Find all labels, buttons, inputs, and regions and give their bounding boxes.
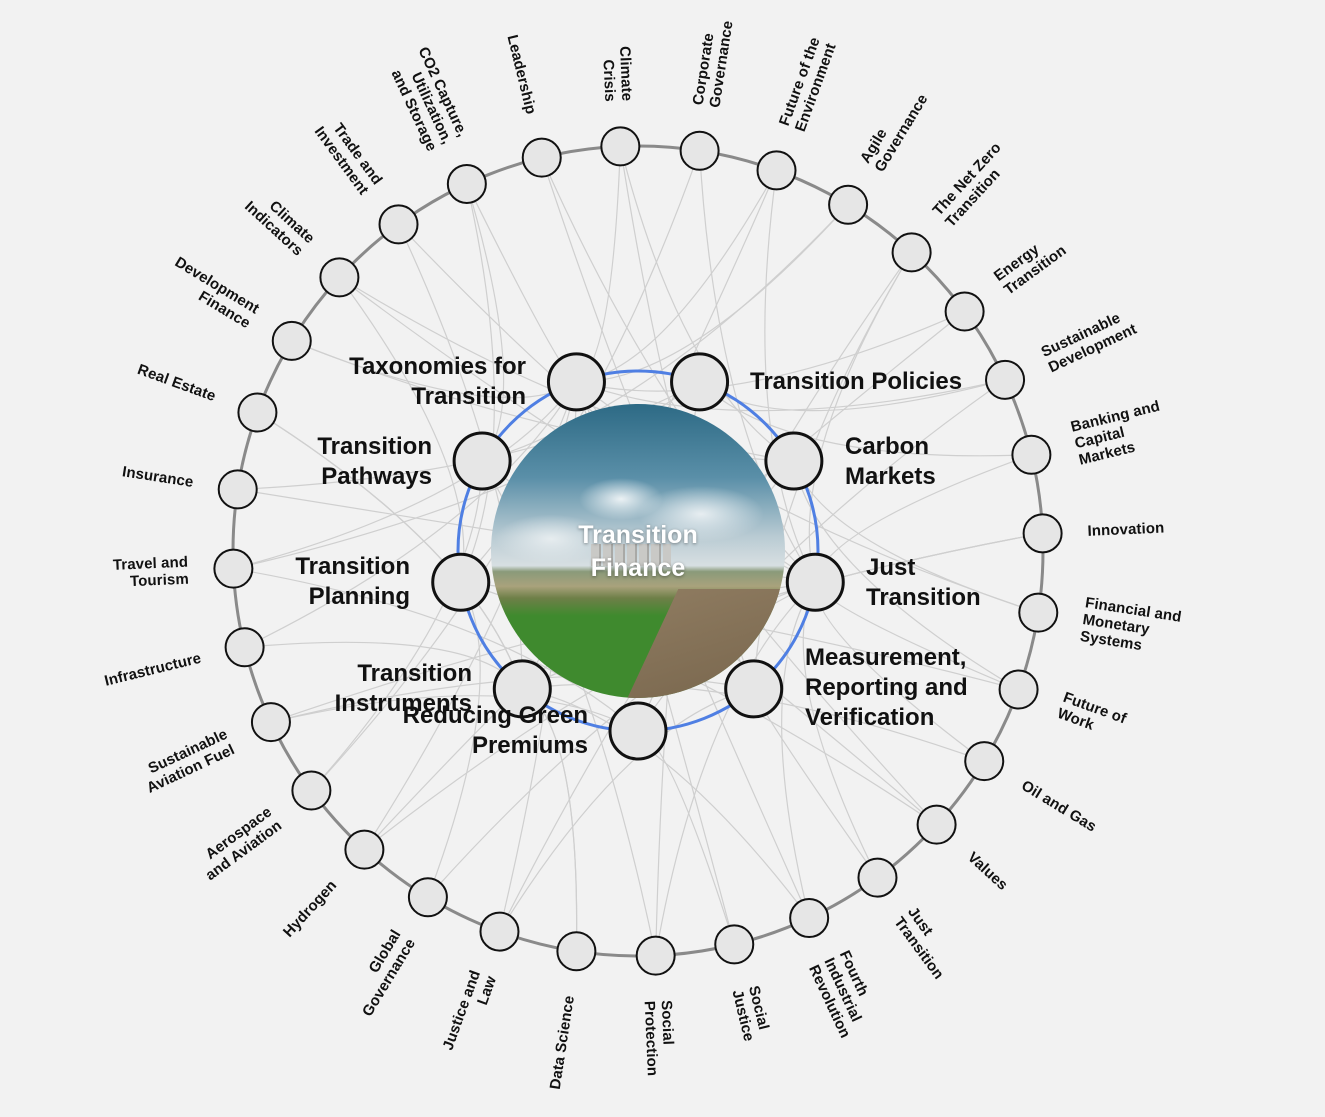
inner-node-transition-pathways[interactable] (452, 431, 512, 491)
outer-node-sustainable-aviation-fuel[interactable] (250, 702, 291, 743)
link-line (576, 379, 1006, 412)
inner-label-taxonomies[interactable]: Taxonomies for Transition (349, 353, 526, 410)
link-line (637, 730, 735, 945)
outer-node-travel-and-tourism[interactable] (213, 548, 254, 589)
inner-node-reducing-green-premiums[interactable] (608, 701, 668, 761)
outer-node-trade-and-investment[interactable] (378, 204, 419, 245)
outer-label-social-protection[interactable]: Social Protection (640, 999, 677, 1077)
inner-label-transition-pathways[interactable]: Transition Pathways (317, 433, 432, 490)
center-topic[interactable]: Transition Finance (491, 404, 785, 698)
outer-node-just-transition[interactable] (857, 857, 898, 898)
outer-node-justice-and-law[interactable] (479, 911, 520, 952)
outer-label-innovation[interactable]: Innovation (1087, 519, 1165, 540)
inner-node-transition-instruments[interactable] (492, 659, 552, 719)
outer-node-agile-governance[interactable] (828, 184, 869, 225)
outer-node-co2-capture-utilization-and-storage[interactable] (446, 163, 487, 204)
inner-node-transition-planning[interactable] (431, 552, 491, 612)
outer-node-future-of-work[interactable] (998, 669, 1039, 710)
outer-node-leadership[interactable] (521, 137, 562, 178)
outer-node-social-justice[interactable] (714, 924, 755, 965)
link-line (310, 460, 483, 791)
outer-node-global-governance[interactable] (407, 877, 448, 918)
link-line (257, 411, 523, 690)
link-line (576, 310, 965, 392)
link-line (781, 581, 816, 919)
center-image-field (603, 589, 785, 698)
outer-nodes (213, 126, 1063, 976)
inner-node-carbon-markets[interactable] (764, 431, 824, 491)
outer-node-infrastructure[interactable] (224, 627, 265, 668)
inner-label-mrv[interactable]: Measurement, Reporting and Verification (805, 644, 968, 731)
outer-label-climate-crisis[interactable]: Climate Crisis (599, 45, 636, 103)
link-line (576, 170, 778, 383)
inner-label-transition-planning[interactable]: Transition Planning (295, 553, 410, 610)
outer-node-data-science[interactable] (556, 931, 597, 972)
link-line (233, 568, 639, 732)
link-line (270, 695, 639, 732)
link-line (655, 581, 816, 956)
outer-node-energy-transition[interactable] (944, 291, 985, 332)
outer-node-innovation[interactable] (1022, 513, 1063, 554)
link-line (522, 688, 810, 919)
outer-node-future-of-the-environment[interactable] (756, 150, 797, 191)
outer-node-fourth-industrial-revolution[interactable] (789, 898, 830, 939)
link-line (460, 183, 495, 583)
inner-label-transition-policies[interactable]: Transition Policies (750, 368, 963, 395)
outer-node-financial-and-monetary-systems[interactable] (1018, 592, 1059, 633)
inner-label-reducing-green-premiums[interactable]: Reducing Green Premiums (402, 702, 588, 759)
outer-node-corporate-governance[interactable] (679, 130, 720, 171)
inner-label-carbon-markets[interactable]: Carbon Markets (845, 433, 936, 490)
outer-node-aerospace-and-aviation[interactable] (291, 770, 332, 811)
inner-node-taxonomies-for-transition[interactable] (546, 352, 606, 412)
outer-node-social-protection[interactable] (635, 935, 676, 976)
outer-node-development-finance[interactable] (271, 320, 312, 361)
link-line (338, 277, 465, 583)
inner-label-just-transition[interactable]: Just Transition (866, 554, 981, 611)
outer-node-real-estate[interactable] (237, 392, 278, 433)
center-topic-title: Transition Finance (578, 521, 698, 582)
link-line (498, 688, 754, 932)
link-line (764, 170, 816, 583)
link-line (244, 381, 577, 648)
inner-node-transition-policies[interactable] (670, 352, 730, 412)
inner-label-transition-instruments[interactable]: Transition Instruments (334, 660, 472, 717)
link-line (699, 381, 1032, 457)
link-line (466, 183, 505, 462)
link-line (576, 146, 621, 383)
outer-node-the-net-zero-transition[interactable] (891, 232, 932, 273)
outer-label-travel-and-tourism[interactable]: Travel and Tourism (112, 553, 190, 591)
outer-node-climate-crisis[interactable] (600, 126, 641, 167)
center-image-cooling-towers (591, 544, 671, 566)
outer-node-oil-and-gas[interactable] (964, 741, 1005, 782)
inner-node-just-transition[interactable] (785, 552, 845, 612)
outer-node-sustainable-development[interactable] (985, 359, 1026, 400)
link-line (233, 381, 577, 570)
outer-node-insurance[interactable] (217, 469, 258, 510)
link-line (619, 146, 795, 462)
outer-node-banking-and-capital-markets[interactable] (1011, 434, 1052, 475)
outer-node-values[interactable] (916, 804, 957, 845)
outer-node-hydrogen[interactable] (344, 829, 385, 870)
link-line (576, 204, 849, 383)
outer-node-climate-indicators[interactable] (319, 257, 360, 298)
